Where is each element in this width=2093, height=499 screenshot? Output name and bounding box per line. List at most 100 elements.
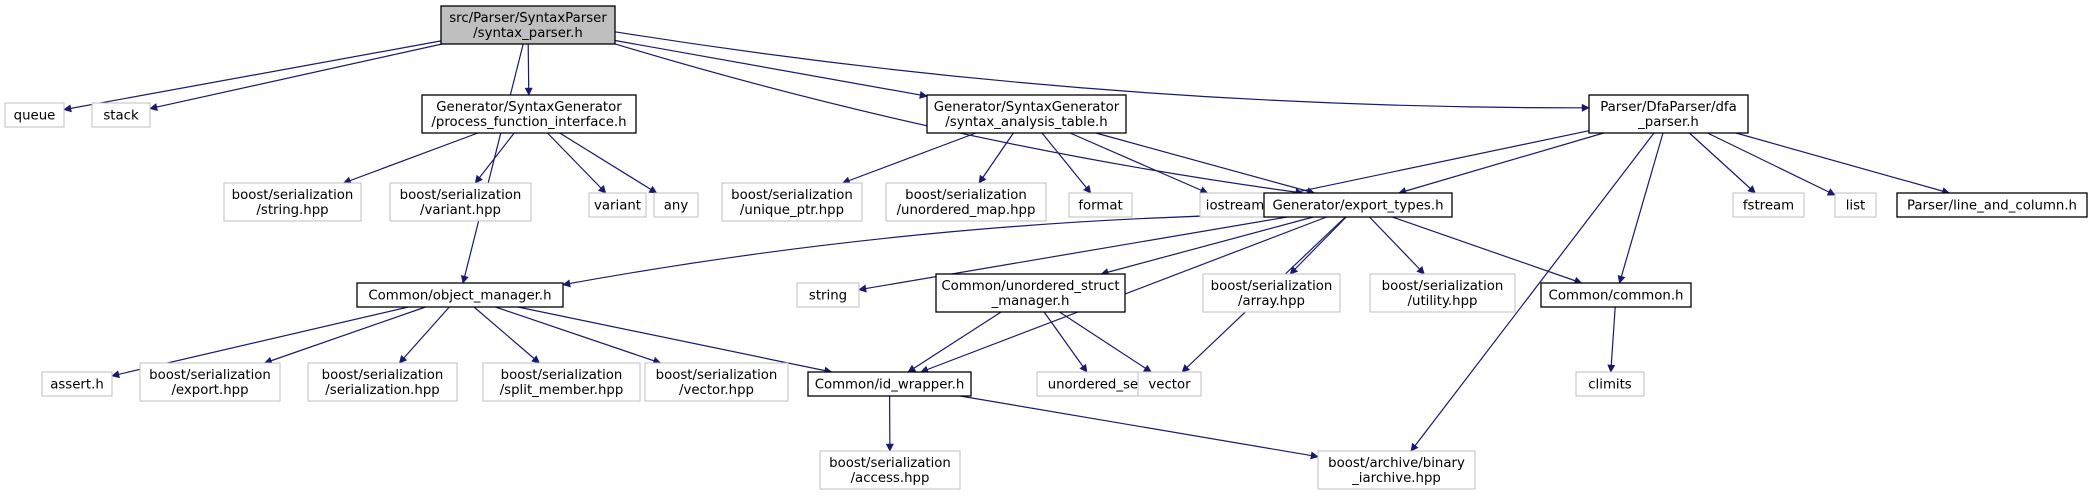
node-box bbox=[41, 371, 113, 397]
node-any: any bbox=[653, 192, 699, 218]
node-bs-vector: boost/serialization/vector.hpp bbox=[644, 362, 789, 402]
node-climits: climits bbox=[1575, 371, 1645, 397]
edge-common-to-climits bbox=[1607, 306, 1616, 373]
node-label: climits bbox=[1588, 378, 1632, 393]
node-label: Parser/line_and_column.h bbox=[1907, 199, 2077, 214]
node-stack: stack bbox=[91, 102, 151, 128]
node-label: /access.hpp bbox=[851, 471, 930, 486]
edge-object_manager-to-bs_vector bbox=[495, 306, 662, 365]
node-variant: variant bbox=[588, 192, 647, 218]
node-iostream: iostream bbox=[1199, 192, 1271, 218]
node-label: boost/serialization bbox=[501, 368, 623, 383]
node-label: /array.hpp bbox=[1238, 294, 1305, 309]
node-bs-variant: boost/serialization/variant.hpp bbox=[389, 182, 532, 222]
node-label: Common/common.h bbox=[1549, 289, 1684, 304]
node-bs-serialization: boost/serialization/serialization.hpp bbox=[307, 362, 458, 402]
node-box bbox=[721, 182, 863, 222]
node-box bbox=[1575, 371, 1645, 397]
node-bs-array: boost/serialization/array.hpp bbox=[1202, 273, 1341, 313]
node-label: _iarchive.hpp bbox=[1351, 471, 1441, 486]
node-label: unordered_set bbox=[1048, 378, 1144, 393]
node-bs-split-member: boost/serialization/split_member.hpp bbox=[482, 362, 641, 402]
node-label: /export.hpp bbox=[171, 383, 248, 398]
node-label: queue bbox=[14, 109, 56, 124]
node-object-manager[interactable]: Common/object_manager.h bbox=[356, 282, 564, 308]
node-label: boost/serialization bbox=[1382, 279, 1504, 294]
node-pfi[interactable]: Generator/SyntaxGenerator/process_functi… bbox=[421, 94, 637, 134]
node-root[interactable]: src/Parser/SyntaxParser/syntax_parser.h bbox=[440, 5, 616, 45]
edge-object_manager-to-bs_serialization bbox=[398, 306, 450, 364]
node-label: Generator/SyntaxGenerator bbox=[934, 100, 1120, 115]
node-box bbox=[482, 362, 641, 402]
node-box bbox=[1896, 192, 2088, 218]
edge-usm-to-unordered_set bbox=[1043, 311, 1088, 373]
node-label: /split_member.hpp bbox=[500, 383, 624, 398]
node-usm[interactable]: Common/unordered_struct_manager.h bbox=[935, 273, 1126, 313]
node-bs-export: boost/serialization/export.hpp bbox=[139, 362, 281, 402]
node-vector: vector bbox=[1137, 371, 1202, 397]
node-layer: src/Parser/SyntaxParser/syntax_parser.hq… bbox=[4, 5, 2088, 490]
edge-dfa-to-export_types bbox=[1398, 132, 1604, 195]
node-label: _parser.h bbox=[1637, 115, 1699, 130]
node-line-col[interactable]: Parser/line_and_column.h bbox=[1896, 192, 2088, 218]
edge-dfa-to-line_col bbox=[1735, 132, 1951, 195]
edge-pfi-to-any bbox=[559, 132, 658, 194]
node-label: _manager.h bbox=[991, 294, 1070, 309]
edge-object_manager-to-bs_export bbox=[263, 306, 426, 365]
node-label: /syntax_analysis_table.h bbox=[945, 115, 1107, 130]
node-id-wrapper[interactable]: Common/id_wrapper.h bbox=[807, 371, 972, 397]
node-box bbox=[139, 362, 281, 402]
node-bs-unique-ptr: boost/serialization/unique_ptr.hpp bbox=[721, 182, 863, 222]
edge-root-to-pfi bbox=[524, 43, 533, 96]
node-box bbox=[1202, 273, 1341, 313]
node-label: fstream bbox=[1743, 199, 1794, 214]
node-list: list bbox=[1834, 192, 1877, 218]
node-bs-utility: boost/serialization/utility.hpp bbox=[1369, 273, 1516, 313]
node-bs-string: boost/serialization/string.hpp bbox=[223, 182, 362, 222]
node-label: /process_function_interface.h bbox=[431, 115, 626, 130]
node-label: /string.hpp bbox=[256, 203, 328, 218]
node-box bbox=[796, 282, 860, 308]
node-box bbox=[307, 362, 458, 402]
edge-dfa-to-common bbox=[1617, 132, 1664, 284]
node-string: string bbox=[796, 282, 860, 308]
node-label: variant bbox=[594, 199, 641, 214]
node-box bbox=[1137, 371, 1202, 397]
node-label: assert.h bbox=[50, 378, 104, 393]
edge-root-to-stack bbox=[149, 43, 443, 111]
node-box bbox=[588, 192, 647, 218]
edge-root-to-object_manager bbox=[460, 43, 524, 284]
node-sat[interactable]: Generator/SyntaxGenerator/syntax_analysi… bbox=[926, 94, 1127, 134]
node-box bbox=[4, 102, 65, 128]
edge-export_types-to-common bbox=[1392, 216, 1583, 285]
node-box bbox=[1317, 450, 1476, 490]
node-box bbox=[1588, 94, 1749, 134]
node-common[interactable]: Common/common.h bbox=[1540, 282, 1692, 308]
node-label: boost/serialization bbox=[149, 368, 271, 383]
edge-object_manager-to-id_wrapper bbox=[517, 306, 833, 375]
node-label: Common/unordered_struct bbox=[941, 279, 1119, 294]
node-bs-unordered-map: boost/serialization/unordered_map.hpp bbox=[885, 182, 1047, 222]
node-label: Parser/DfaParser/dfa bbox=[1600, 100, 1737, 115]
edge-export_types-to-string bbox=[858, 216, 1288, 293]
node-label: boost/serialization bbox=[731, 188, 853, 203]
node-label: src/Parser/SyntaxParser bbox=[449, 11, 607, 26]
edge-root-to-queue bbox=[63, 40, 442, 113]
edge-sat-to-bs_unordered_map bbox=[978, 132, 1014, 184]
node-label: /unordered_map.hpp bbox=[897, 203, 1036, 218]
node-label: boost/serialization bbox=[1211, 279, 1333, 294]
node-export-types[interactable]: Generator/export_types.h bbox=[1263, 192, 1453, 218]
node-format: format bbox=[1068, 192, 1133, 218]
edge-layer bbox=[63, 31, 1951, 460]
edge-export_types-to-bs_utility bbox=[1369, 216, 1425, 275]
edge-dfa-to-fstream bbox=[1688, 132, 1756, 194]
node-label: /variant.hpp bbox=[420, 203, 501, 218]
edge-dfa-to-iostream bbox=[1269, 130, 1590, 201]
node-box bbox=[644, 362, 789, 402]
node-label: format bbox=[1078, 199, 1122, 214]
node-box bbox=[935, 273, 1126, 313]
edge-sat-to-bs_unique_ptr bbox=[841, 132, 977, 185]
node-box bbox=[389, 182, 532, 222]
edge-root-to-dfa bbox=[614, 31, 1590, 112]
node-dfa[interactable]: Parser/DfaParser/dfa_parser.h bbox=[1588, 94, 1749, 134]
